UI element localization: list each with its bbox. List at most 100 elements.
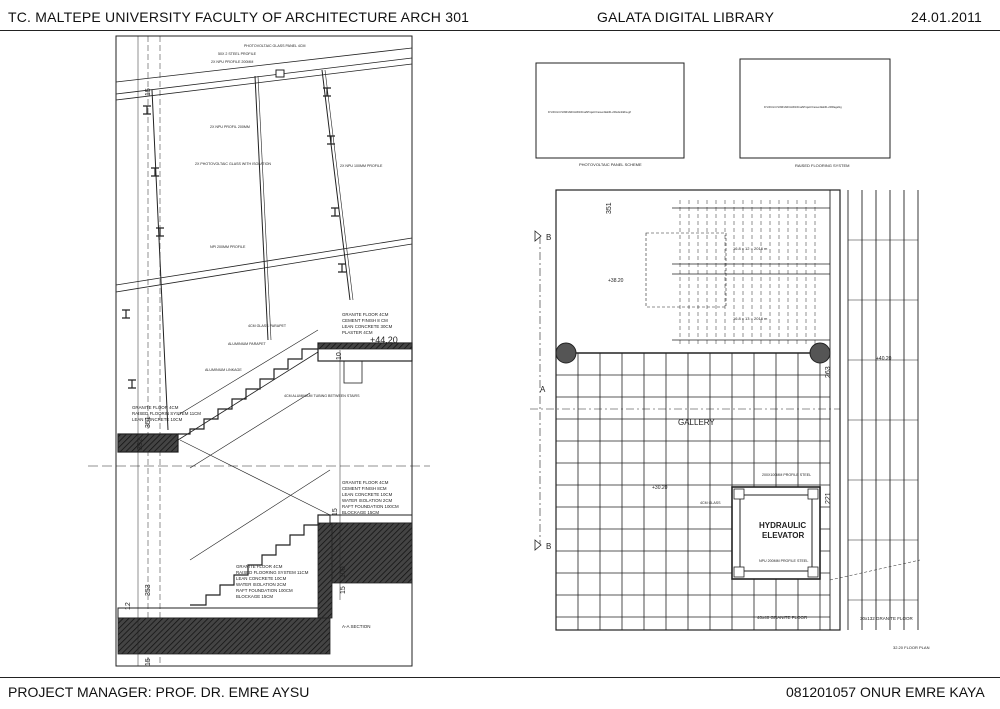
layer-mid: CEMENT FINISH 8CM	[342, 486, 387, 491]
layer-bottom: WATER ISOLATION 2CM	[236, 582, 287, 587]
granite-note-2: 30x132 GRANITE FLOOR	[860, 616, 914, 621]
label-pv-glass-isolation: 2X PHOTOVOLTAIC GLASS WITH ISOLATION	[195, 162, 271, 166]
label-npi-profile: NPI 200MM PROFILE	[210, 245, 246, 249]
section-dim: 15	[145, 88, 152, 96]
layer-top: LEAN CONCRETE 30CM	[342, 324, 393, 329]
footer-rule	[0, 677, 1000, 678]
section-dim: 15	[145, 658, 152, 666]
elevator-post	[733, 488, 745, 500]
section-dim: 100	[340, 566, 347, 578]
section-marker-b-bottom	[534, 539, 542, 551]
elevator-post	[807, 566, 819, 578]
project-manager-label: PROJECT MANAGER: PROF. DR. EMRE AYSU	[8, 684, 310, 700]
section-b-label-top: B	[546, 233, 551, 242]
label-npu-profile-mid: 2X NPU PROFIL 200MM	[210, 125, 250, 129]
layer-left: LEAN CONCRETE 10CM	[132, 417, 183, 422]
upper-beam	[343, 360, 363, 384]
label-pv-glass-panel: PHOTOVOLTAIC GLASS PANEL 4CM	[244, 44, 306, 48]
left-slab	[117, 433, 179, 453]
label-npu-profile-right: 2X NPU 100MM PROFILE	[340, 164, 383, 168]
upper-handrail	[177, 329, 319, 416]
pv-mullion	[321, 69, 351, 301]
pv-mullion	[254, 75, 269, 341]
lower-handrail	[189, 469, 331, 561]
layer-mid: BLOCKAGE 15CM	[342, 510, 379, 515]
layer-mid: GRANITE FLOOR 4CM	[342, 480, 389, 485]
layer-bottom: BLOCKAGE 15CM	[236, 594, 273, 599]
elevator-post	[733, 566, 745, 578]
plan-level-1: +38.20	[608, 278, 624, 284]
layer-top: CEMENT FINISH 8 CM	[342, 318, 388, 323]
layer-top: PLASTER 4CM	[342, 330, 373, 335]
upper-stair-flight	[178, 348, 318, 435]
university-title: TC. MALTEPE UNIVERSITY FACULTY OF ARCHIT…	[8, 9, 470, 25]
section-dim: 351	[145, 416, 152, 428]
plan-level-2: +30.20	[652, 485, 668, 491]
section-marker-b-top	[534, 230, 542, 242]
upper-slab-hatch	[317, 342, 413, 350]
elevator-cabin	[739, 494, 813, 572]
column-right	[809, 342, 831, 364]
roof-line	[115, 57, 413, 95]
glass-note: 4CM GLASS	[700, 501, 721, 505]
elevator-label-2: ELEVATOR	[762, 531, 804, 540]
elevator-post	[807, 488, 819, 500]
plan-dim-side-1: 263	[825, 366, 832, 378]
diagonal-note-line	[829, 559, 921, 581]
label-glass-parapet: 4CM GLASS PARAPET	[248, 324, 287, 328]
pv-panel-scheme-box	[535, 62, 685, 159]
lower-stair-flight	[190, 514, 330, 606]
section-dim: 12	[125, 602, 132, 610]
plan-level-3: +40.20	[876, 356, 892, 362]
aa-section-drawing	[88, 35, 430, 667]
layer-left: RAISED FLOORIN SYSTEM 11CM	[132, 411, 201, 416]
plan-dim-side-2: 221	[825, 492, 832, 504]
section-dim: 10	[336, 352, 343, 360]
gallery-label: GALLERY	[678, 418, 715, 427]
stair-risers	[679, 200, 816, 345]
label-steel-profile: 50X 2 STEEL PROFILE	[218, 52, 257, 56]
mid-landing-line	[179, 439, 331, 516]
section-annotations: PHOTOVOLTAIC GLASS PANEL 4CM 50X 2 STEEL…	[125, 44, 399, 666]
section-dim: 353	[145, 584, 152, 596]
label-npu-profile-small: 2X NPU PROFILE 200MM	[211, 60, 253, 64]
layer-mid: WATER ISOLATION 2CM	[342, 498, 393, 503]
layer-mid: LEAN CONCRETE 10CM	[342, 492, 393, 497]
roof-line	[115, 63, 413, 101]
elevator-label-1: HYDRAULIC	[759, 521, 806, 530]
plan-frame	[555, 189, 841, 631]
label-aluminium-parapet: ALUMINIUM PARAPET	[228, 342, 266, 346]
plan-annotations: D:\OKUL\3.SINIF\ARCH301\Final\ProjeC\Cer…	[540, 105, 930, 650]
mid-slab	[329, 514, 413, 524]
bottom-slab	[117, 607, 331, 619]
granite-note-1: 40x40 GRANITE FLOOR	[757, 615, 808, 620]
pv-mullion	[151, 89, 169, 431]
frame-note: 200X100MM PROFILE STEEL	[762, 473, 811, 477]
upper-stair-soffit	[177, 351, 319, 441]
stair-note-1: 16.8 x 12 = 2016 m	[733, 246, 768, 251]
layer-bottom: GRANITE FLOOR 4CM	[236, 564, 283, 569]
pv-mullion	[324, 69, 354, 301]
section-a-label: A	[540, 385, 546, 394]
stair-note-2: 16.8 x 13 = 2016 m	[733, 316, 768, 321]
student-label: 081201057 ONUR EMRE KAYA	[786, 684, 985, 700]
roof-line	[115, 47, 413, 83]
plan-title: 32.20 FLOOR PLAN	[893, 645, 930, 650]
rf-box-path: D:\OKUL\3.SINIF\ARCH301\Final\ProjeC\Cer…	[764, 105, 842, 109]
section-level-upper: +44.20	[370, 335, 398, 345]
rf-box-caption: RAISED FLOORING SYSTEM	[795, 163, 849, 168]
label-aluminium-linkage: ALUMINIUM LINKAGE	[205, 368, 242, 372]
lower-handrail-upper	[189, 392, 311, 469]
title-block-footer: PROJECT MANAGER: PROF. DR. EMRE AYSU 081…	[0, 678, 1000, 708]
section-dim: 15	[340, 586, 347, 594]
layer-top: GRANITE FLOOR 4CM	[342, 312, 389, 317]
npu-note: NPU 200MM PROFILE STEEL	[759, 559, 808, 563]
title-block-header: TC. MALTEPE UNIVERSITY FACULTY OF ARCHIT…	[0, 0, 1000, 32]
layer-bottom: RAISED FLOORING SYSTEM 11CM	[236, 570, 309, 575]
pv-box-path: D:\OKUL\3.SINIF\ARCH301\Final\ProjeC\Cer…	[548, 110, 631, 114]
bottom-raft-foundation	[117, 617, 331, 655]
column-left	[555, 342, 577, 364]
pv-mullion	[257, 75, 272, 341]
header-rule	[0, 30, 1000, 31]
